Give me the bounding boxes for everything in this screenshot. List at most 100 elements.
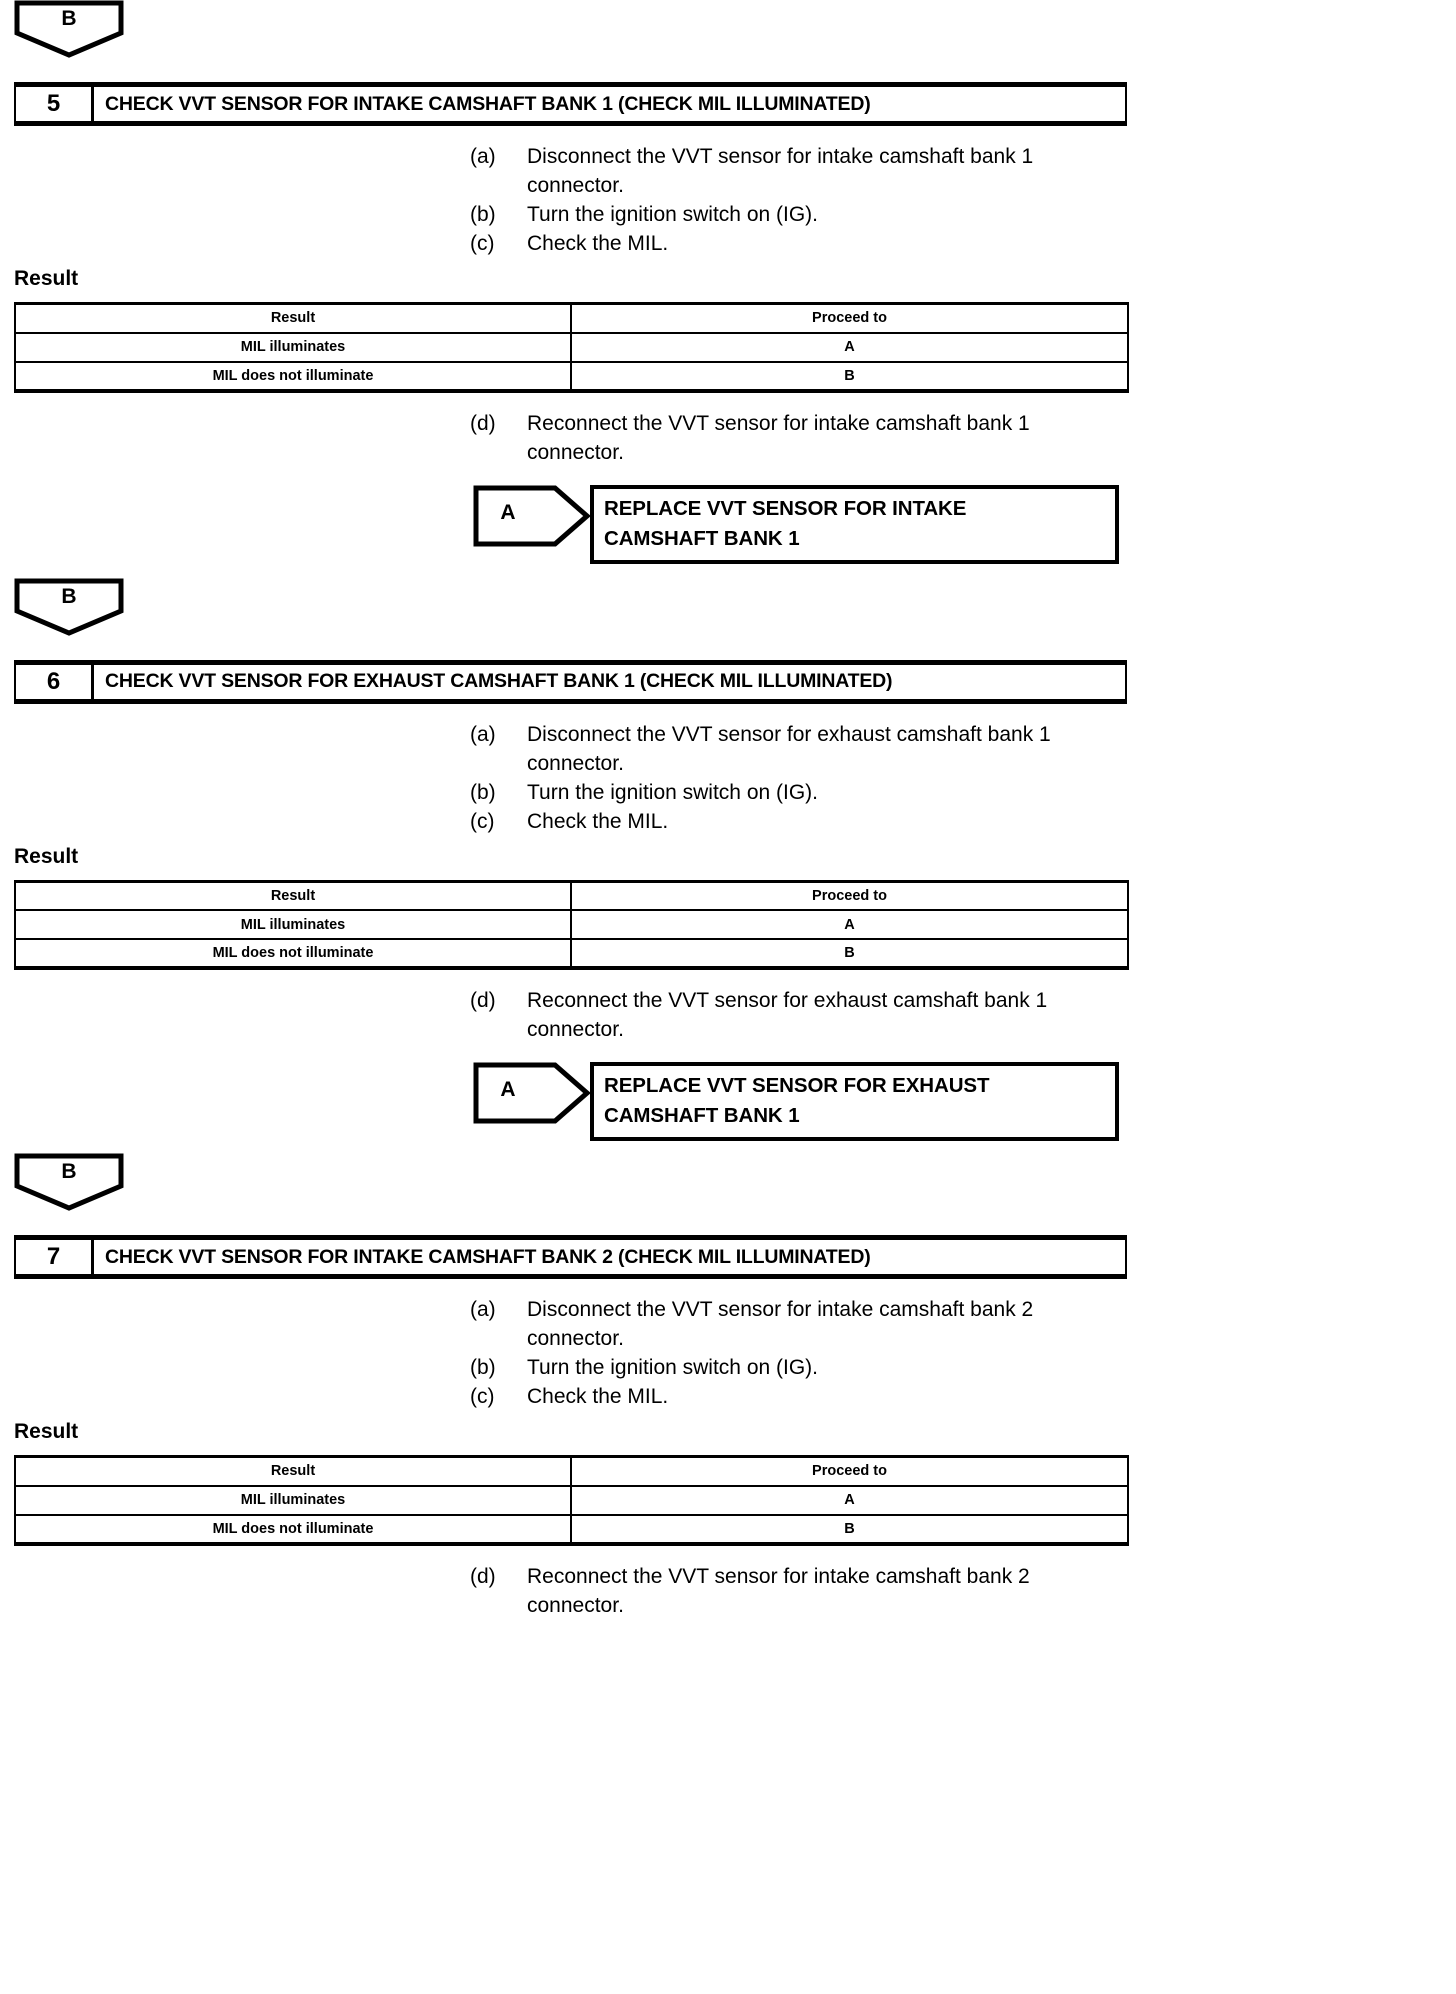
procedure-item: (b) Turn the ignition switch on (IG). — [470, 778, 1456, 807]
cell-result: MIL does not illuminate — [14, 361, 572, 393]
procedure-marker: (a) — [470, 722, 496, 746]
table-row: MIL illuminates A — [14, 1484, 1129, 1516]
procedure-marker: (c) — [470, 1385, 495, 1408]
cell-proceed-to: A — [570, 909, 1129, 940]
procedure-marker: (b) — [470, 1356, 496, 1379]
cell-result: MIL illuminates — [14, 331, 572, 363]
procedure-text: Check the MIL. — [527, 809, 669, 833]
procedure-item: (b) Turn the ignition switch on (IG). — [470, 200, 1456, 229]
action-box-5: REPLACE VVT SENSOR FOR INTAKE CAMSHAFT B… — [590, 484, 1119, 564]
procedure-list-6: (a) Disconnect the VVT sensor for exhaus… — [0, 720, 1456, 836]
table-row: MIL does not illuminate B — [14, 939, 1129, 970]
procedure-list-5: (a) Disconnect the VVT sensor for intake… — [0, 142, 1456, 258]
arrow-tag-a: A — [473, 1062, 590, 1124]
entry-connector-b-step5: B — [14, 0, 124, 58]
cell-proceed-to: B — [570, 939, 1129, 970]
procedure-marker: (a) — [470, 1298, 496, 1321]
cell-proceed-to: B — [570, 361, 1129, 393]
section-step-6: B 6 CHECK VVT SENSOR FOR EXHAUST CAMSHAF… — [0, 578, 1456, 1141]
result-caption: Result — [14, 267, 79, 290]
outcome-row-6: A REPLACE VVT SENSOR FOR EXHAUST CAMSHAF… — [0, 1062, 1456, 1141]
action-line: CAMSHAFT BANK 1 — [604, 526, 800, 550]
procedure-text: Check the MIL. — [527, 232, 669, 255]
column-header-result: Result — [14, 1455, 572, 1487]
step-number: 7 — [16, 1240, 94, 1274]
cell-proceed-to: B — [570, 1514, 1129, 1546]
connector-label: B — [61, 584, 77, 608]
procedure-text: Turn the ignition switch on (IG). — [527, 780, 819, 804]
step-number: 6 — [16, 664, 94, 699]
procedure-text: Reconnect the VVT sensor for intake cams… — [527, 411, 1030, 464]
table-row: MIL does not illuminate B — [14, 361, 1129, 393]
procedure-text: Disconnect the VVT sensor for intake cam… — [527, 145, 1034, 197]
column-header-proceed-to: Proceed to — [570, 879, 1129, 911]
cell-result: MIL does not illuminate — [14, 1514, 572, 1546]
procedure-text: Turn the ignition switch on (IG). — [527, 1356, 819, 1379]
post-procedure-list-7: (d) Reconnect the VVT sensor for intake … — [0, 1562, 1456, 1620]
procedure-item: (d) Reconnect the VVT sensor for exhaust… — [470, 986, 1456, 1044]
procedure-marker: (d) — [470, 989, 496, 1012]
action-box-6: REPLACE VVT SENSOR FOR EXHAUST CAMSHAFT … — [590, 1062, 1119, 1141]
table-row: MIL illuminates A — [14, 909, 1129, 940]
cell-proceed-to: A — [570, 1484, 1129, 1516]
procedure-marker: (b) — [470, 780, 496, 804]
step-header-5: 5 CHECK VVT SENSOR FOR INTAKE CAMSHAFT B… — [14, 82, 1127, 126]
connector-label: B — [61, 7, 77, 30]
section-step-5: B 5 CHECK VVT SENSOR FOR INTAKE CAMSHAFT… — [0, 0, 1456, 564]
procedure-text: Turn the ignition switch on (IG). — [527, 203, 819, 226]
outcome-row-5: A REPLACE VVT SENSOR FOR INTAKE CAMSHAFT… — [0, 484, 1456, 564]
result-table-7: Result Proceed to MIL illuminates A MIL … — [14, 1455, 1129, 1546]
pentagon-down-icon — [14, 0, 124, 58]
table-header-row: Result Proceed to — [14, 879, 1129, 911]
procedure-text: Reconnect the VVT sensor for exhaust cam… — [527, 989, 1048, 1041]
connector-label: B — [61, 1160, 77, 1183]
arrow-tag-label: A — [500, 1078, 516, 1101]
column-header-proceed-to: Proceed to — [570, 1455, 1129, 1487]
pentagon-down-icon — [14, 578, 124, 636]
procedure-marker: (a) — [470, 145, 496, 168]
procedure-text: Disconnect the VVT sensor for intake cam… — [527, 1298, 1034, 1350]
table-header-row: Result Proceed to — [14, 302, 1129, 334]
procedure-marker: (c) — [470, 809, 495, 833]
result-caption: Result — [14, 844, 79, 868]
step-title: CHECK VVT SENSOR FOR EXHAUST CAMSHAFT BA… — [105, 670, 893, 692]
entry-connector-b-step6: B — [14, 578, 124, 636]
pentagon-right-icon — [473, 1062, 590, 1124]
procedure-item: (d) Reconnect the VVT sensor for intake … — [470, 1562, 1456, 1620]
procedure-marker: (b) — [470, 203, 496, 226]
arrow-tag-label: A — [500, 500, 516, 524]
procedure-text: Check the MIL. — [527, 1385, 669, 1408]
column-header-result: Result — [14, 879, 572, 911]
table-row: MIL does not illuminate B — [14, 1514, 1129, 1546]
procedure-marker: (d) — [470, 1564, 496, 1588]
result-table-5: Result Proceed to MIL illuminates A MIL … — [14, 302, 1129, 393]
step-title: CHECK VVT SENSOR FOR INTAKE CAMSHAFT BAN… — [105, 92, 871, 115]
procedure-marker: (d) — [470, 411, 496, 435]
procedure-item: (c) Check the MIL. — [470, 229, 1456, 258]
cell-result: MIL does not illuminate — [14, 939, 572, 970]
post-procedure-list-5: (d) Reconnect the VVT sensor for intake … — [0, 409, 1456, 467]
table-row: MIL illuminates A — [14, 331, 1129, 363]
cell-result: MIL illuminates — [14, 1484, 572, 1516]
step-header-6: 6 CHECK VVT SENSOR FOR EXHAUST CAMSHAFT … — [14, 659, 1127, 704]
cell-result: MIL illuminates — [14, 909, 572, 940]
section-step-7: B 7 CHECK VVT SENSOR FOR INTAKE CAMSHAFT… — [0, 1153, 1456, 1620]
step-number: 5 — [16, 87, 94, 121]
result-table-6: Result Proceed to MIL illuminates A MIL … — [14, 879, 1129, 970]
column-header-result: Result — [14, 302, 572, 334]
entry-connector-b-step7: B — [14, 1153, 124, 1211]
procedure-text: Disconnect the VVT sensor for exhaust ca… — [527, 722, 1051, 775]
action-line: REPLACE VVT SENSOR FOR INTAKE — [604, 496, 967, 520]
result-caption: Result — [14, 1420, 79, 1443]
procedure-item: (a) Disconnect the VVT sensor for intake… — [470, 142, 1456, 200]
procedure-item: (d) Reconnect the VVT sensor for intake … — [470, 409, 1456, 467]
post-procedure-list-6: (d) Reconnect the VVT sensor for exhaust… — [0, 986, 1456, 1044]
pentagon-down-icon — [14, 1153, 124, 1211]
action-line: CAMSHAFT BANK 1 — [604, 1104, 800, 1127]
procedure-list-7: (a) Disconnect the VVT sensor for intake… — [0, 1295, 1456, 1411]
procedure-item: (a) Disconnect the VVT sensor for intake… — [470, 1295, 1456, 1353]
cell-proceed-to: A — [570, 331, 1129, 363]
procedure-item: (a) Disconnect the VVT sensor for exhaus… — [470, 720, 1456, 778]
procedure-marker: (c) — [470, 232, 495, 255]
